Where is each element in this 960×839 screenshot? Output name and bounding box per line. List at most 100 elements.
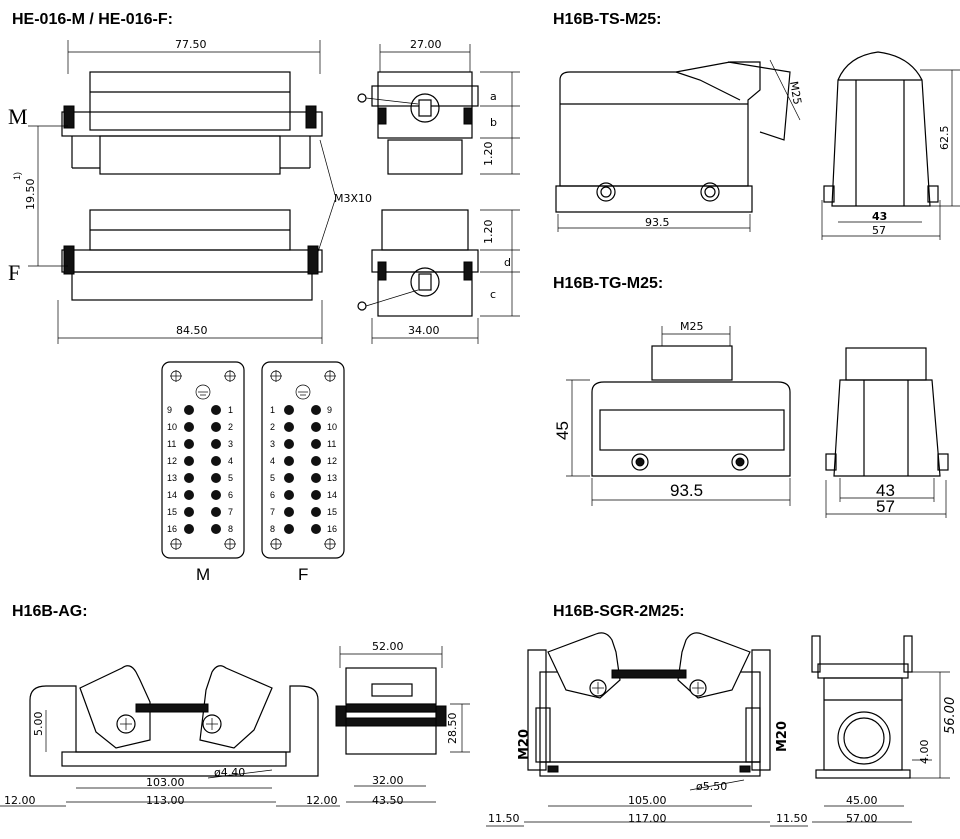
ag-side-inner: 32.00 <box>372 774 404 787</box>
ag-hole: ø4.40 <box>214 766 245 779</box>
pinout-f-label: F <box>298 565 308 584</box>
he016-side-120-bottom: 1.20 <box>482 220 495 245</box>
sgr-hole: ø5.50 <box>696 780 727 793</box>
pin-label: 7 <box>228 507 233 517</box>
ts-cable-label: M25 <box>787 80 804 105</box>
he016-dim-top: 77.50 <box>175 38 207 51</box>
sgr-flange-right: 11.50 <box>776 812 808 825</box>
ground-icon <box>295 384 311 400</box>
pin-label: 13 <box>167 473 177 483</box>
he016-side-c: c <box>490 288 496 301</box>
pin-label: 11 <box>327 439 336 449</box>
pin-label: 3 <box>228 439 233 449</box>
pin-label: 1 <box>228 405 233 415</box>
he016-label-m: M <box>8 104 28 129</box>
pin-label: 14 <box>327 490 337 500</box>
sgr-m20-left: M20 <box>517 729 532 760</box>
ts-side-outer: 57 <box>872 224 886 237</box>
he016-label-f: F <box>8 260 20 285</box>
he016-side-bottom: 34.00 <box>408 324 440 337</box>
he016-side-d: d <box>504 256 511 269</box>
tg-cable-label: M25 <box>680 320 704 333</box>
he016-screw-label: M3X10 <box>334 192 372 205</box>
ground-icon <box>195 384 211 400</box>
pinout-m: 9 10 11 12 13 14 15 16 1 2 3 4 5 6 7 8 M <box>161 361 245 584</box>
pin-label: 6 <box>228 490 233 500</box>
pinout-f: 1 2 3 4 5 6 7 8 9 10 11 12 13 14 15 16 F <box>261 361 345 584</box>
tg-side-inner: 43 <box>876 481 895 500</box>
sgr-m20-right: M20 <box>775 721 790 752</box>
sgr-side-inner: 45.00 <box>846 794 878 807</box>
pin-label: 8 <box>270 524 275 534</box>
ts-side-view: 62.5 43 57 <box>821 51 960 240</box>
he016-dim-height: 19.50 <box>24 179 37 211</box>
pin-label: 4 <box>270 456 275 466</box>
he016-side-view: 27.00 a b 1.20 1.20 d c <box>357 38 520 344</box>
sgr-inner: 105.00 <box>628 794 667 807</box>
he016-side-b: b <box>490 116 497 129</box>
pin-label: 5 <box>228 473 233 483</box>
sgr-front-view: M20 M20 ø5.50 105.00 117.00 11.50 11.50 <box>486 632 808 827</box>
sgr-outer: 117.00 <box>628 812 667 825</box>
sgr-side-view: 56.00 4.00 45.00 57.00 <box>811 635 958 825</box>
title-ag: H16B-AG: <box>12 603 88 620</box>
pin-label: 9 <box>327 405 332 415</box>
he016-side-a: a <box>490 90 497 103</box>
ag-flange-right: 12.00 <box>306 794 338 807</box>
ag-inner: 103.00 <box>146 776 185 789</box>
sgr-flange-left: 11.50 <box>488 812 520 825</box>
sgr-side-h: 56.00 <box>943 697 958 734</box>
ts-height: 62.5 <box>938 126 951 151</box>
pin-label: 14 <box>167 490 177 500</box>
title-sgr: H16B-SGR-2M25: <box>553 603 685 620</box>
ts-side-inner: 43 <box>872 210 887 223</box>
tg-side-outer: 57 <box>876 497 895 516</box>
pin-label: 16 <box>167 524 177 534</box>
pin-label: 10 <box>327 422 337 432</box>
pin-label: 4 <box>228 456 233 466</box>
pin-label: 2 <box>270 422 275 432</box>
pin-label: 12 <box>167 456 177 466</box>
ag-side-view: 52.00 28.50 32.00 43.50 <box>335 640 470 807</box>
ag-front-view: 5.00 ø4.40 103.00 113.00 12.00 12.00 <box>0 665 340 807</box>
pin-label: 15 <box>327 507 337 517</box>
he016-dim-height-note: 1) <box>12 172 22 180</box>
tg-side-view: 43 57 <box>825 347 949 518</box>
pin-label: 8 <box>228 524 233 534</box>
tg-front-view: M25 45 93.5 <box>553 320 791 506</box>
ag-side-outer: 43.50 <box>372 794 404 807</box>
ag-side-h: 28.50 <box>446 713 459 745</box>
pin-label: 16 <box>327 524 337 534</box>
sgr-side-small: 4.00 <box>918 740 931 765</box>
pin-label: 15 <box>167 507 177 517</box>
pin-label: 10 <box>167 422 177 432</box>
ag-side-top: 52.00 <box>372 640 404 653</box>
ag-dim-5: 5.00 <box>32 712 45 737</box>
he016-side-top: 27.00 <box>410 38 442 51</box>
title-he016: HE-016-M / HE-016-F: <box>12 11 173 28</box>
pin-label: 2 <box>228 422 233 432</box>
pin-label: 13 <box>327 473 337 483</box>
tg-height: 45 <box>553 421 572 440</box>
ag-flange-left: 12.00 <box>4 794 36 807</box>
tg-width: 93.5 <box>670 481 703 500</box>
ts-width: 93.5 <box>645 216 670 229</box>
pin-label: 3 <box>270 439 275 449</box>
sgr-side-outer: 57.00 <box>846 812 878 825</box>
pin-label: 1 <box>270 405 275 415</box>
ts-front-view: M25 93.5 <box>555 59 804 232</box>
he016-dim-bottom: 84.50 <box>176 324 208 337</box>
pin-label: 11 <box>167 439 176 449</box>
pin-label: 7 <box>270 507 275 517</box>
pin-label: 6 <box>270 490 275 500</box>
he016-front-view: 77.50 M F 19.50 1) M3X10 8 <box>8 38 372 344</box>
ag-outer: 113.00 <box>146 794 185 807</box>
pin-label: 12 <box>327 456 337 466</box>
pinout-m-label: M <box>196 565 210 584</box>
pin-label: 9 <box>167 405 172 415</box>
he016-side-120-top: 1.20 <box>482 142 495 167</box>
title-ts: H16B-TS-M25: <box>553 11 661 28</box>
title-tg: H16B-TG-M25: <box>553 275 663 292</box>
pin-label: 5 <box>270 473 275 483</box>
